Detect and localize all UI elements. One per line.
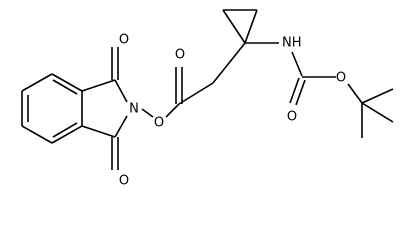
bond: [114, 115, 128, 138]
molecule-structure: O O N O O NH O O: [21, 9, 394, 189]
bond: [81, 125, 116, 138]
nitrogen-atom-label: N: [129, 102, 139, 117]
oxygen-atom-label: O: [119, 174, 129, 189]
bond: [347, 83, 363, 104]
bond: [361, 102, 394, 123]
cyclopropane-ring: [222, 9, 258, 44]
bond: [291, 51, 303, 77]
oxygen-atom-label: O: [175, 48, 185, 63]
ester-linker: O O: [141, 42, 246, 131]
bond: [114, 79, 128, 103]
bond: [141, 108, 154, 118]
bond: [178, 82, 214, 105]
nh-atom-label: NH: [282, 36, 302, 51]
bond: [51, 125, 83, 144]
bond: [222, 9, 246, 44]
bond: [212, 42, 246, 84]
double-bond-inner: [52, 122, 78, 138]
oxygen-atom-label: O: [336, 71, 346, 86]
bond: [51, 73, 83, 92]
carbamate-group: NH O O: [245, 36, 346, 125]
structure-canvas: O O N O O NH O O: [21, 9, 394, 189]
double-bond-inner: [52, 79, 78, 95]
bond: [165, 103, 180, 118]
imide-ring: [81, 79, 128, 138]
bond: [21, 125, 53, 144]
double-bond: [289, 77, 300, 104]
bond: [81, 79, 116, 92]
imide-carbonyl-top: O: [111, 33, 129, 80]
bond: [244, 9, 258, 44]
tert-butyl-group: [347, 83, 394, 138]
oxygen-atom-label: O: [154, 116, 164, 131]
double-bond: [295, 79, 306, 106]
bond: [361, 88, 394, 104]
oxygen-atom-label: O: [119, 33, 129, 48]
oxygen-atom-label: O: [287, 110, 297, 125]
imide-carbonyl-bottom: O: [111, 137, 129, 189]
benzene-ring: [21, 73, 83, 144]
bond: [21, 73, 53, 92]
